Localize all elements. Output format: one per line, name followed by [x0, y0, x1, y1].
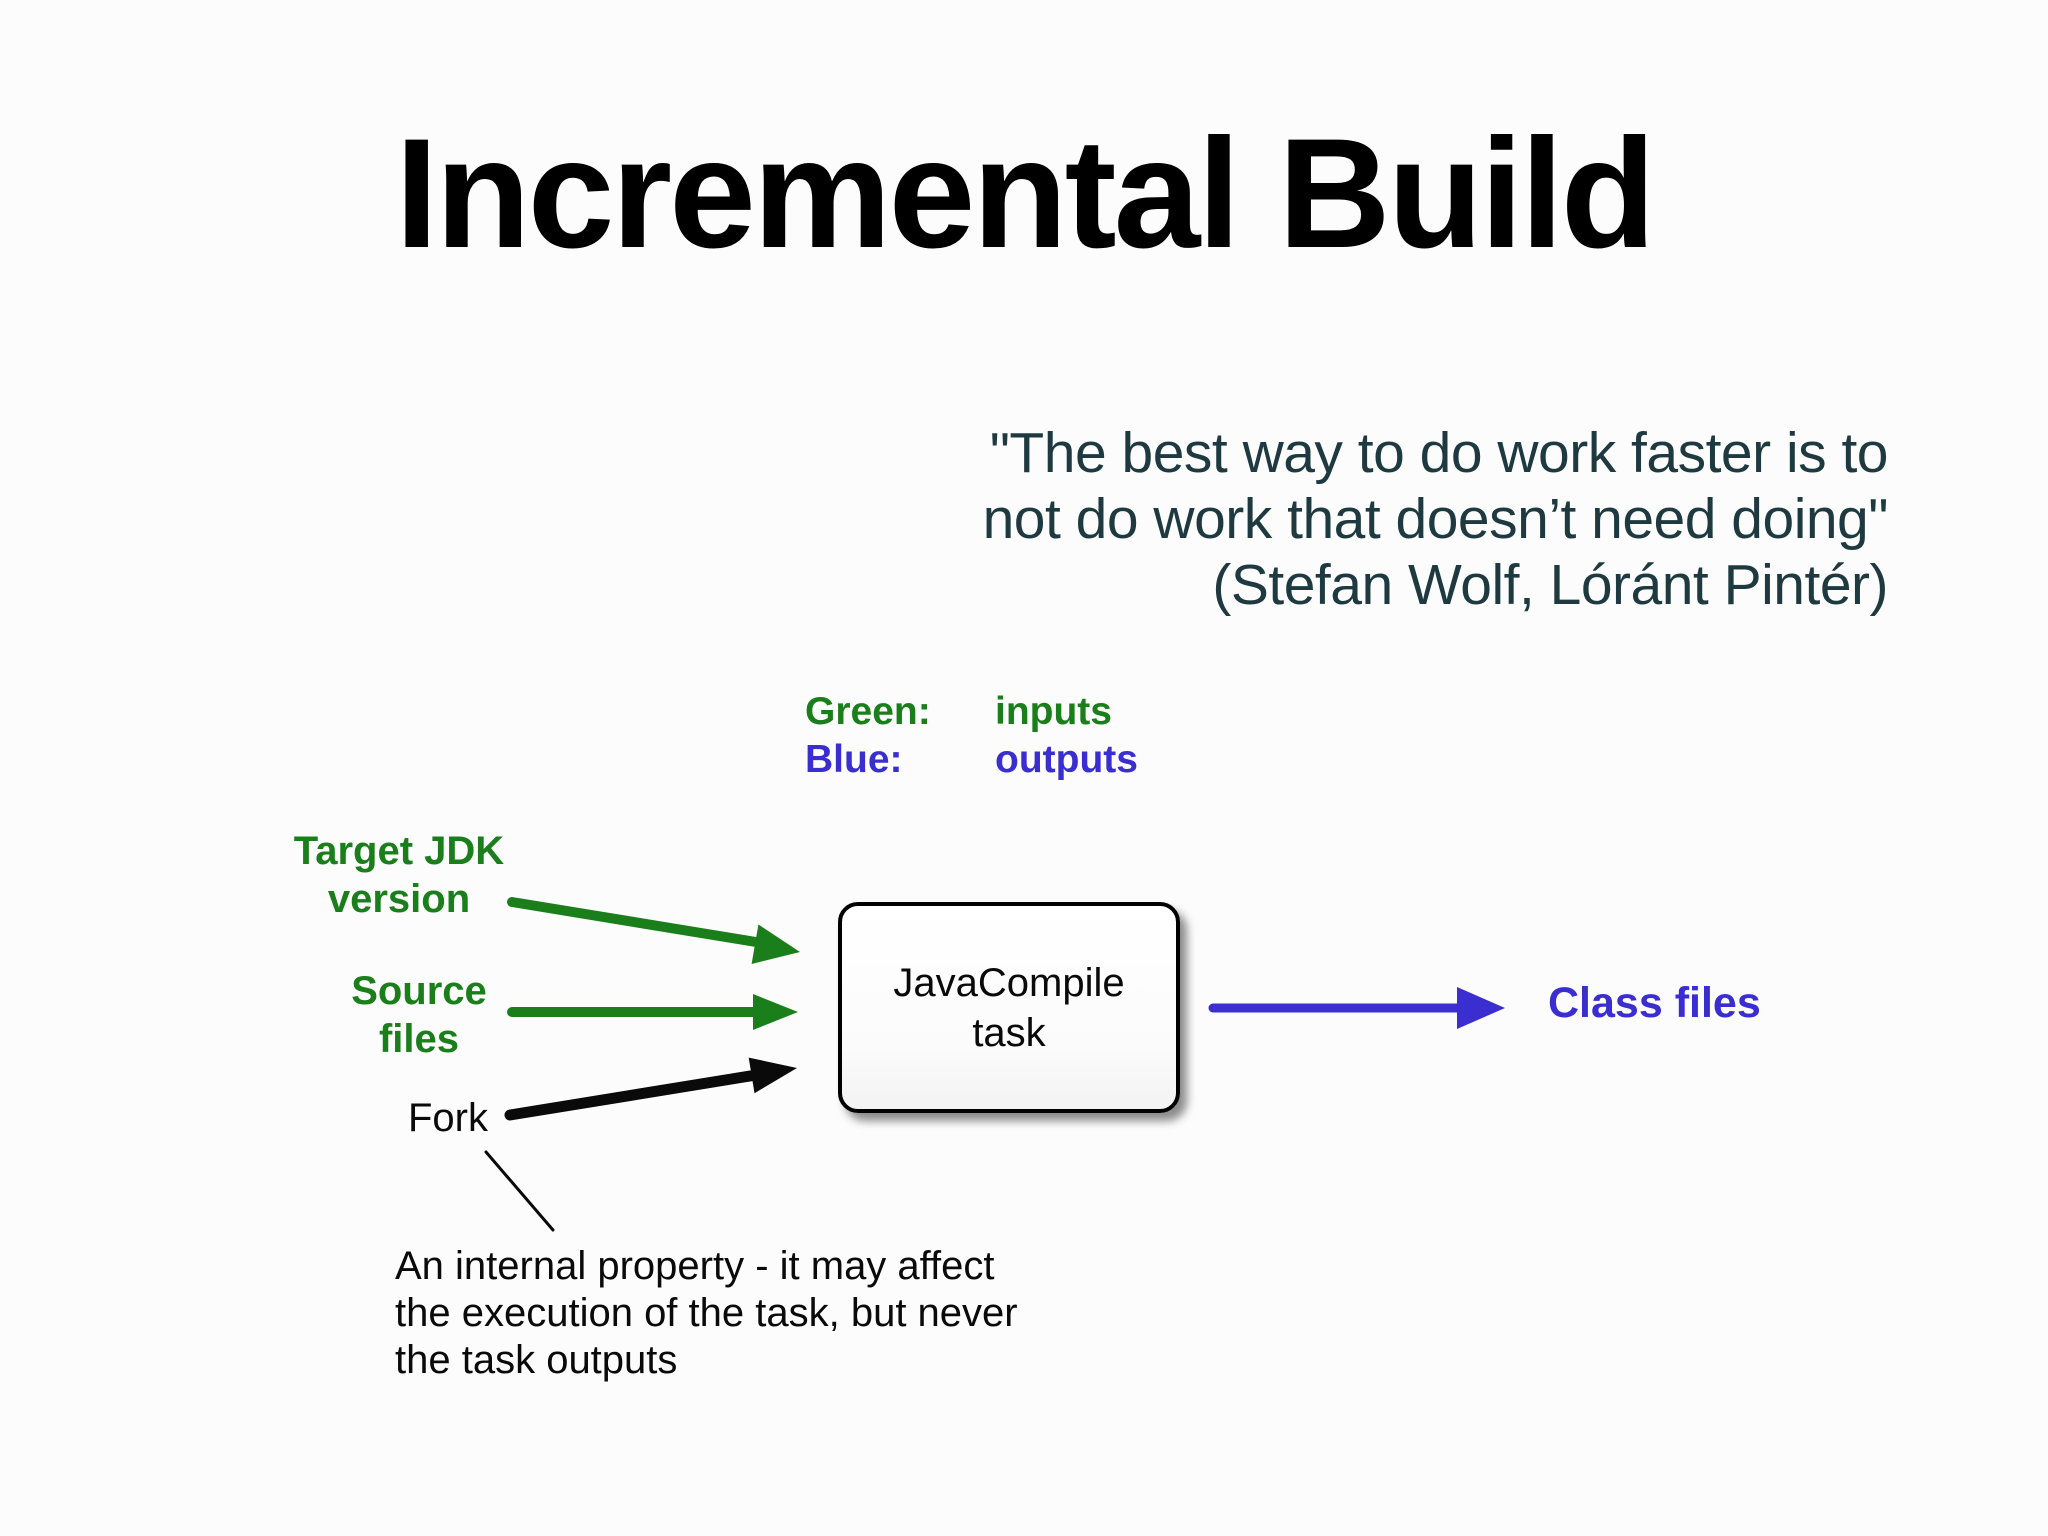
legend-row-inputs: Green: inputs — [805, 688, 1138, 736]
arrow-fork-shaft — [504, 1070, 756, 1121]
input-label-target-jdk-version: Target JDK version — [293, 829, 505, 921]
fork-annotation-text: An internal property - it may affect the… — [395, 1244, 1018, 1382]
legend-key-green: Green: — [805, 690, 931, 733]
javacompile-task-box: JavaCompile task — [838, 902, 1180, 1113]
page-title: Incremental Build — [395, 107, 1656, 281]
arrow-fork-head — [748, 1057, 797, 1094]
quote-attribution: (Stefan Wolf, Lóránt Pintér) — [1212, 553, 1888, 617]
legend-value-inputs: inputs — [995, 690, 1112, 733]
arrow-class-files-head — [1457, 987, 1505, 1029]
quote-line-1: "The best way to do work faster is to — [989, 421, 1889, 485]
arrow-fork-input — [504, 1057, 797, 1121]
arrow-target-jdk-head — [751, 924, 800, 964]
legend-row-outputs: Blue: outputs — [805, 736, 1138, 784]
fork-annotation-leader-line — [484, 1150, 555, 1232]
quote-block: "The best way to do work faster is to no… — [982, 420, 1889, 618]
javacompile-task-label: JavaCompile task — [893, 960, 1125, 1055]
legend-value-outputs: outputs — [995, 738, 1138, 781]
input-label-fork: Fork — [408, 1096, 488, 1140]
output-label-class-files: Class files — [1548, 979, 1761, 1027]
arrow-class-files-output — [1208, 987, 1505, 1029]
legend-key-blue: Blue: — [805, 738, 903, 781]
quote-line-2: not do work that doesn’t need doing" — [982, 487, 1889, 551]
input-label-source-files: Source files — [351, 969, 487, 1061]
arrow-source-files-head — [753, 994, 798, 1030]
legend: Green: inputs Blue: outputs — [805, 688, 1138, 784]
